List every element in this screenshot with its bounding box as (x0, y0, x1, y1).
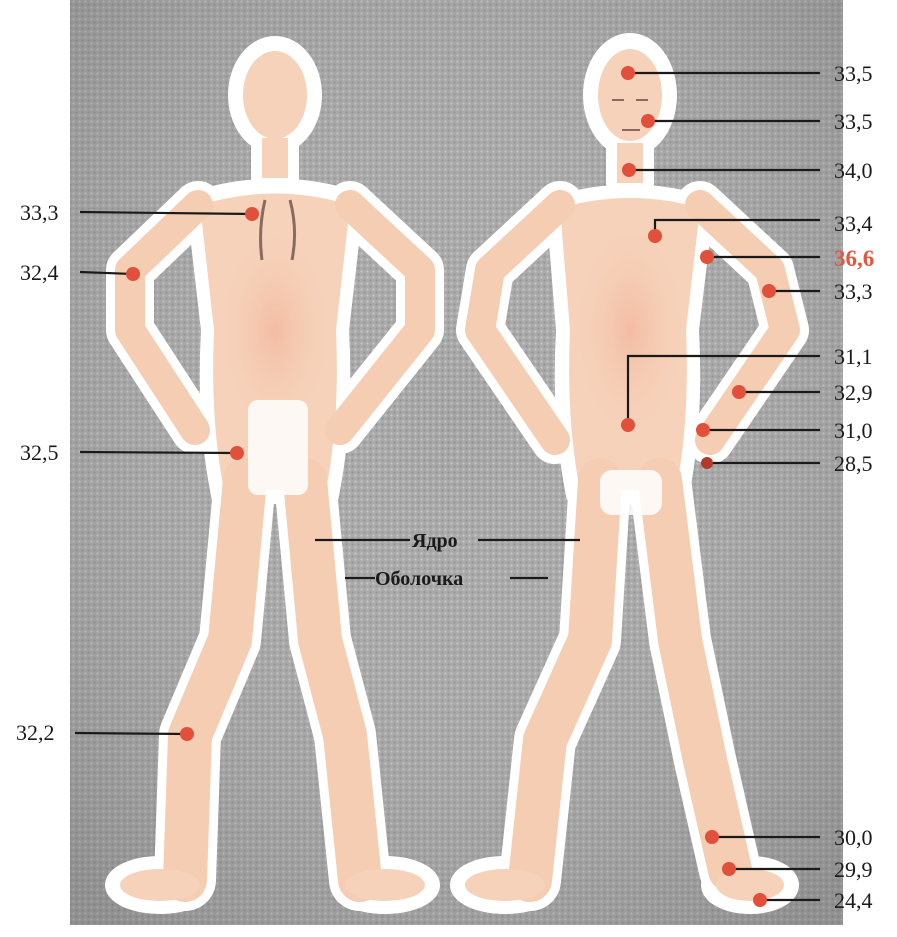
marker-dot (230, 446, 244, 460)
temp-label: 31,0 (834, 418, 873, 443)
marker-dot (705, 830, 719, 844)
marker-dot (722, 862, 736, 876)
temp-label: 30,0 (834, 825, 873, 850)
marker-dot (701, 457, 713, 469)
core-zone-label: Ядро (412, 530, 458, 552)
marker-dot (762, 284, 776, 298)
marker-dot (621, 66, 635, 80)
marker-dot (622, 163, 636, 177)
marker-dot (732, 385, 746, 399)
temp-label: 32,5 (20, 440, 59, 465)
temp-label: 33,3 (834, 279, 873, 304)
marker-dot (700, 250, 714, 264)
marker-dot (126, 267, 140, 281)
temp-label: 24,4 (834, 888, 873, 913)
temp-label-highlight: 36,6 (834, 246, 874, 271)
temp-label: 28,5 (834, 451, 873, 476)
temp-label: 33,4 (834, 211, 873, 236)
temp-label: 33,5 (834, 61, 873, 86)
marker-dot (621, 418, 635, 432)
temp-label: 33,3 (20, 200, 59, 225)
temp-label: 32,9 (834, 380, 873, 405)
marker-dot (648, 229, 662, 243)
marker-dot (180, 727, 194, 741)
marker-dot (696, 423, 710, 437)
temp-label: 32,4 (20, 260, 59, 285)
temp-label: 34,0 (834, 158, 873, 183)
marker-dot (753, 893, 767, 907)
marker-dot (641, 114, 655, 128)
temp-label: 31,1 (834, 344, 873, 369)
marker-dot (245, 207, 259, 221)
temp-label: 29,9 (834, 857, 873, 882)
temp-label: 33,5 (834, 109, 873, 134)
temp-label: 32,2 (16, 720, 55, 745)
shell-zone-label: Оболочка (375, 568, 463, 590)
